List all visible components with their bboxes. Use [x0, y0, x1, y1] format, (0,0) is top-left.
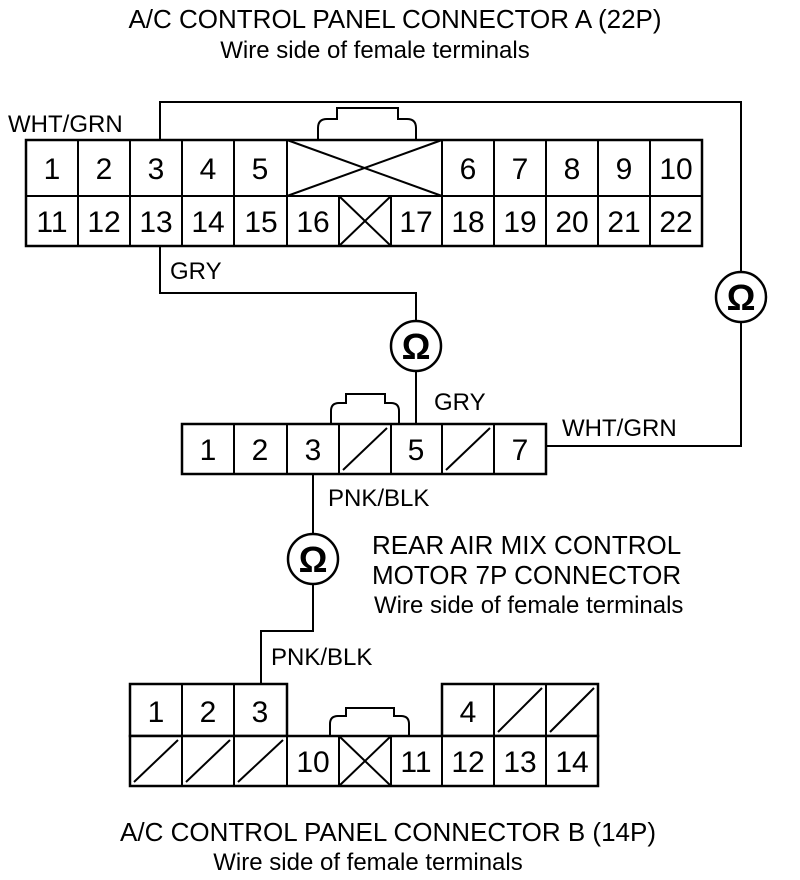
pin-a-10: 10 — [659, 153, 692, 186]
ohm-icon: Ω — [727, 277, 756, 318]
pin-a-16: 16 — [296, 206, 329, 239]
ohmmeter-wht-grn: Ω — [714, 270, 768, 324]
pin-a-21: 21 — [607, 206, 640, 239]
pin-b-3: 3 — [252, 696, 269, 729]
ohmmeter-pnk-blk: Ω — [286, 532, 340, 586]
pin-a-5: 5 — [252, 153, 269, 186]
connector-a: 1 2 3 4 5 6 7 8 9 10 11 12 13 14 15 16 1… — [24, 107, 704, 248]
motor-connector: 1 2 3 5 7 — [180, 393, 548, 476]
ohmmeter-gry: Ω — [389, 319, 443, 373]
pin-motor-2: 2 — [252, 434, 269, 467]
pin-a-18: 18 — [451, 206, 484, 239]
ohm-icon: Ω — [402, 326, 431, 367]
ohm-icon: Ω — [299, 539, 328, 580]
wire-label-gry-motor: GRY — [434, 389, 486, 416]
connector-a-subtitle: Wire side of female terminals — [220, 37, 529, 64]
pin-motor-5: 5 — [408, 434, 425, 467]
pin-motor-7: 7 — [512, 434, 529, 467]
pin-a-13: 13 — [139, 206, 172, 239]
pin-a-9: 9 — [616, 153, 633, 186]
wire-pnk-blk-lower — [260, 584, 314, 684]
pin-a-11: 11 — [36, 206, 67, 239]
pin-b-4: 4 — [460, 696, 477, 729]
wire-label-wht-grn-a: WHT/GRN — [8, 111, 123, 138]
pin-a-7: 7 — [512, 153, 529, 186]
connector-b: 1 2 3 4 10 11 12 13 14 — [128, 682, 600, 788]
connector-b-subtitle: Wire side of female terminals — [213, 849, 522, 876]
pin-a-3: 3 — [148, 153, 165, 186]
pin-a-1: 1 — [44, 153, 61, 186]
pin-a-17: 17 — [399, 206, 432, 239]
pin-a-22: 22 — [659, 206, 692, 239]
pin-b-12: 12 — [451, 746, 484, 779]
wire-wht-grn — [159, 101, 742, 272]
motor-connector-title-1: REAR AIR MIX CONTROL — [372, 530, 681, 560]
wire-wht-grn-lower — [546, 322, 742, 447]
wire-label-pnk-blk-b: PNK/BLK — [271, 644, 372, 671]
pin-b-13: 13 — [503, 746, 536, 779]
wire-gry — [159, 246, 417, 321]
pin-a-15: 15 — [244, 206, 277, 239]
pin-a-12: 12 — [87, 206, 120, 239]
connector-b-title: A/C CONTROL PANEL CONNECTOR B (14P) — [120, 817, 656, 847]
pin-a-19: 19 — [503, 206, 536, 239]
motor-connector-subtitle: Wire side of female terminals — [374, 592, 683, 619]
pin-a-2: 2 — [96, 153, 113, 186]
pin-b-11: 11 — [400, 746, 431, 779]
pin-b-10: 10 — [296, 746, 329, 779]
pin-motor-3: 3 — [305, 434, 322, 467]
pin-a-14: 14 — [191, 206, 224, 239]
wire-label-wht-grn-motor: WHT/GRN — [562, 415, 677, 442]
pin-b-14: 14 — [555, 746, 588, 779]
wire-label-gry-a: GRY — [170, 258, 222, 285]
motor-connector-title-2: MOTOR 7P CONNECTOR — [372, 560, 681, 590]
pin-a-20: 20 — [555, 206, 588, 239]
pin-motor-1: 1 — [200, 434, 217, 467]
wire-label-pnk-blk-motor: PNK/BLK — [328, 485, 429, 512]
pin-a-4: 4 — [200, 153, 217, 186]
pin-b-2: 2 — [200, 696, 217, 729]
connector-a-title: A/C CONTROL PANEL CONNECTOR A (22P) — [128, 4, 661, 34]
pin-a-8: 8 — [564, 153, 581, 186]
pin-b-1: 1 — [148, 696, 165, 729]
pin-a-6: 6 — [460, 153, 477, 186]
